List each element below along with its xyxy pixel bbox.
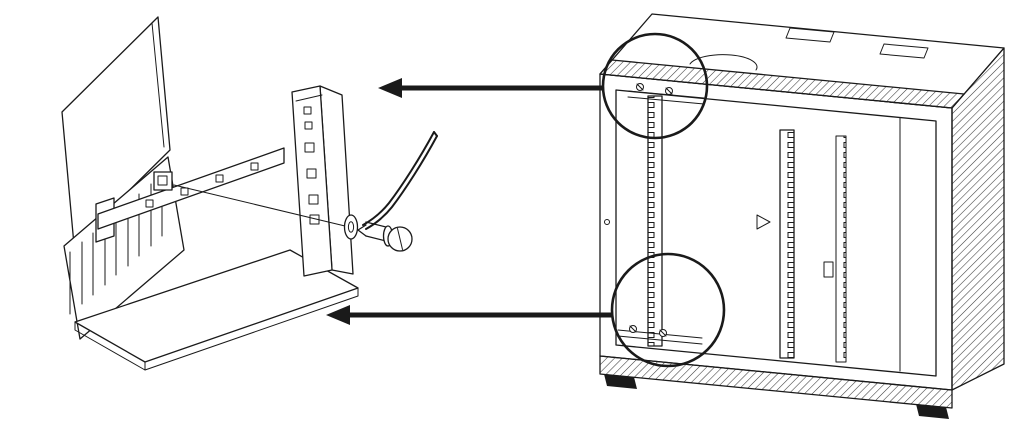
cable-curve: [362, 131, 438, 230]
frame-hole: [604, 219, 610, 225]
rear-detail: [823, 261, 834, 278]
base-tray: [74, 249, 359, 371]
top-arrowhead: [378, 78, 402, 98]
cabinet-plinth: [599, 355, 953, 419]
alignment-axis-line: [173, 184, 346, 227]
cabinet-foot: [916, 404, 949, 419]
cable-cutout-arc: [689, 54, 758, 71]
front-opening: [604, 89, 937, 377]
cage-nut: [153, 171, 173, 191]
top-vent-slot: [785, 27, 835, 43]
washer: [343, 214, 359, 240]
top-vent-slot: [879, 43, 929, 59]
mounting-rail: [291, 85, 354, 277]
rack-rail-rear: [779, 129, 795, 359]
top-callout-arrow: [378, 78, 603, 98]
position-marker-arrow: [756, 214, 771, 230]
exploded-rail-assembly: [61, 16, 438, 371]
bottom-fixing-detail: [617, 325, 703, 345]
bottom-arrowhead: [326, 305, 350, 325]
rack-rail-front: [647, 95, 663, 347]
screw-slot: [397, 228, 403, 250]
rack-cabinet: [599, 13, 1005, 419]
bottom-callout-arrow: [326, 305, 612, 325]
fixing-screw: [357, 221, 413, 252]
top-fixing-detail: [627, 83, 705, 105]
cabinet-foot: [604, 374, 637, 389]
interior-profile-strip: [835, 135, 847, 363]
bottom-detail-circle: [610, 252, 726, 368]
support-bracket: [95, 147, 285, 243]
cabinet-side-panel: [951, 47, 1005, 391]
